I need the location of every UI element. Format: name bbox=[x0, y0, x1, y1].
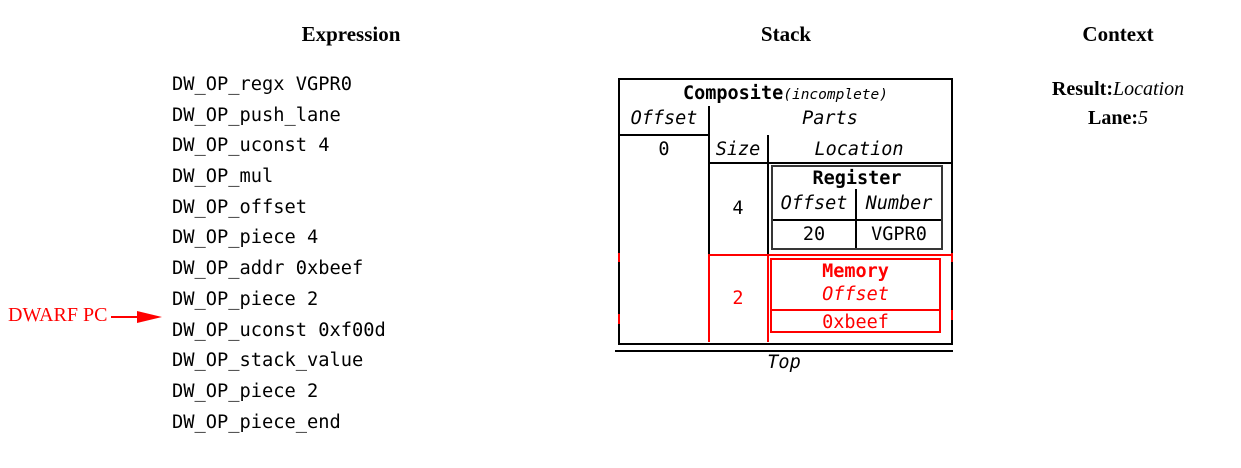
right-border-highlight-tick bbox=[951, 253, 953, 262]
part-boundary-line-highlight bbox=[708, 254, 953, 256]
expression-opcode: DW_OP_addr 0xbeef bbox=[172, 258, 364, 280]
memory-location-table: Memory Offset 0xbeef bbox=[770, 258, 941, 333]
memory-header-underline bbox=[772, 309, 939, 311]
offset-parts-divider bbox=[707, 106, 710, 254]
expression-opcode: DW_OP_offset bbox=[172, 196, 308, 218]
register-offset-header: Offset bbox=[780, 193, 848, 214]
offset-parts-divider-highlight bbox=[707, 254, 710, 342]
register-number-value: VGPR0 bbox=[871, 224, 927, 245]
lane-label: Lane: bbox=[1087, 106, 1138, 129]
composite-offset-value: 0 bbox=[658, 139, 670, 160]
context-result-row: Result:Location bbox=[1052, 75, 1184, 104]
expression-column-header: Expression bbox=[301, 22, 401, 46]
part-size-value: 4 bbox=[732, 198, 744, 219]
expression-opcode: DW_OP_uconst 4 bbox=[172, 135, 330, 157]
part-size-value: 2 bbox=[732, 288, 744, 309]
lane-value: 5 bbox=[1137, 106, 1148, 129]
composite-title: Composite bbox=[682, 83, 784, 104]
register-header-underline bbox=[773, 219, 941, 221]
memory-title: Memory bbox=[822, 261, 889, 282]
composite-title-row: Composite(incomplete) bbox=[620, 83, 951, 104]
expression-opcode: DW_OP_uconst 0xf00d bbox=[172, 319, 386, 341]
register-title: Register bbox=[812, 168, 902, 189]
expression-opcode: DW_OP_regx VGPR0 bbox=[172, 74, 353, 95]
left-border-highlight-tick bbox=[618, 314, 620, 324]
size-location-divider-highlight bbox=[766, 254, 769, 342]
context-column-header: Context bbox=[1082, 22, 1154, 46]
offset-header-underline bbox=[620, 134, 709, 136]
size-location-underline bbox=[709, 162, 951, 164]
parts-location-header: Location bbox=[814, 139, 904, 160]
context-panel: Result:Location Lane:5 bbox=[1052, 75, 1184, 132]
register-location-table: Register Offset Number 20 VGPR0 bbox=[771, 165, 943, 250]
expression-opcode: DW_OP_piece_end bbox=[172, 411, 341, 433]
dwarf-pc-arrow-head-icon bbox=[137, 311, 162, 323]
expression-opcode: DW_OP_piece 2 bbox=[172, 288, 319, 310]
stack-composite-table: Composite(incomplete) Offset Parts 0 Siz… bbox=[618, 78, 953, 345]
register-offset-value: 20 bbox=[802, 224, 826, 245]
right-border-highlight-tick bbox=[951, 310, 953, 320]
expression-opcode: DW_OP_piece 4 bbox=[172, 227, 319, 249]
result-value: Location bbox=[1112, 78, 1185, 100]
register-number-header: Number bbox=[865, 193, 933, 214]
context-lane-row: Lane:5 bbox=[1052, 104, 1184, 133]
composite-qualifier: (incomplete) bbox=[783, 87, 888, 103]
size-location-divider bbox=[766, 135, 769, 254]
composite-offset-header: Offset bbox=[630, 108, 698, 129]
result-label: Result: bbox=[1051, 78, 1113, 100]
dwarf-pc-arrow-line bbox=[111, 316, 138, 318]
expression-list: DW_OP_regx VGPR0 DW_OP_push_lane DW_OP_u… bbox=[172, 70, 386, 438]
stack-base-line bbox=[615, 350, 953, 352]
memory-offset-value: 0xbeef bbox=[822, 312, 889, 333]
left-border-highlight-tick bbox=[618, 253, 620, 262]
stack-column-header: Stack bbox=[760, 22, 812, 46]
dwarf-pc-label: DWARF PC bbox=[8, 304, 108, 326]
expression-opcode: DW_OP_stack_value bbox=[172, 350, 364, 372]
expression-opcode: DW_OP_mul bbox=[172, 166, 274, 188]
stack-top-label: Top bbox=[767, 352, 801, 373]
composite-parts-header: Parts bbox=[802, 108, 858, 129]
register-column-divider bbox=[854, 189, 857, 248]
memory-offset-header: Offset bbox=[822, 284, 889, 305]
expression-opcode: DW_OP_piece 2 bbox=[172, 380, 319, 402]
expression-opcode: DW_OP_push_lane bbox=[172, 104, 341, 126]
parts-size-header: Size bbox=[715, 139, 761, 160]
